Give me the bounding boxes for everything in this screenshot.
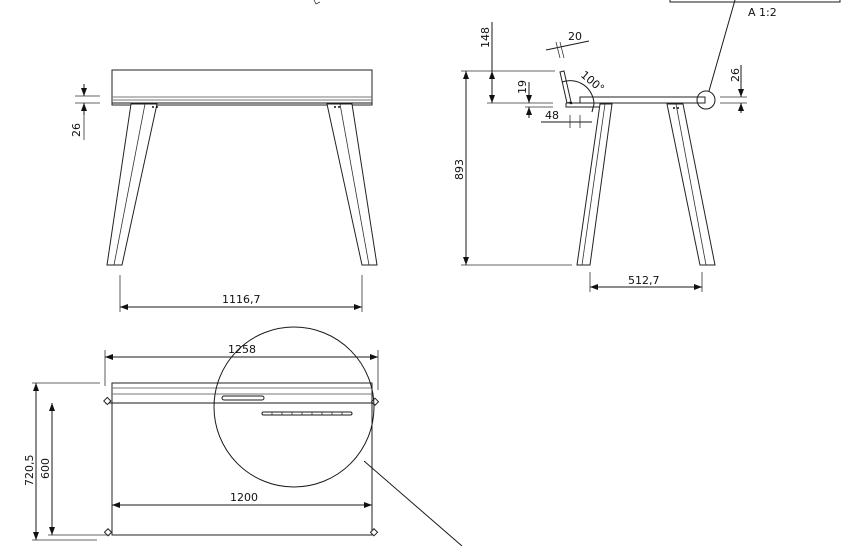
detail-a-marker <box>696 90 716 110</box>
front-dim-thickness: 26 <box>70 123 83 137</box>
front-view: 26 1116,7 <box>70 69 378 312</box>
front-tabletop <box>111 69 373 106</box>
front-left-leg <box>106 103 158 266</box>
side-dim-backrest-offset: 19 <box>516 80 529 94</box>
side-dim-height: 893 <box>453 159 466 180</box>
pen-slot <box>221 395 265 401</box>
top-dim-depth: 600 <box>39 458 52 479</box>
detail-title-box <box>669 0 841 3</box>
section-mark <box>313 0 321 5</box>
detail-label: A 1:2 <box>748 6 777 19</box>
top-dim-overall-depth: 720,5 <box>23 455 36 487</box>
side-dim-backrest-height: 148 <box>479 27 492 48</box>
top-tabletop <box>111 382 373 536</box>
detail-circle <box>213 326 375 488</box>
front-dim-leg-span: 1116,7 <box>222 293 261 306</box>
side-dim-backrest-thickness: 20 <box>568 30 582 43</box>
top-dim-overall-width: 1258 <box>228 343 256 356</box>
side-tabletop <box>579 96 706 104</box>
cable-groove <box>261 411 353 416</box>
side-view: A 1:2 893 148 19 20 100° 48 26 <box>453 0 841 292</box>
side-dim-thickness: 26 <box>729 68 742 82</box>
front-right-leg <box>326 103 378 266</box>
side-left-leg <box>576 103 613 266</box>
top-view: 1258 720,5 600 1200 <box>23 326 463 546</box>
side-backrest <box>559 70 572 104</box>
top-dim-width: 1200 <box>230 491 258 504</box>
side-dim-backrest-angle: 100° <box>578 68 607 95</box>
side-dim-leg-span: 512,7 <box>628 274 660 287</box>
side-dim-backrest-depth: 48 <box>545 109 559 122</box>
